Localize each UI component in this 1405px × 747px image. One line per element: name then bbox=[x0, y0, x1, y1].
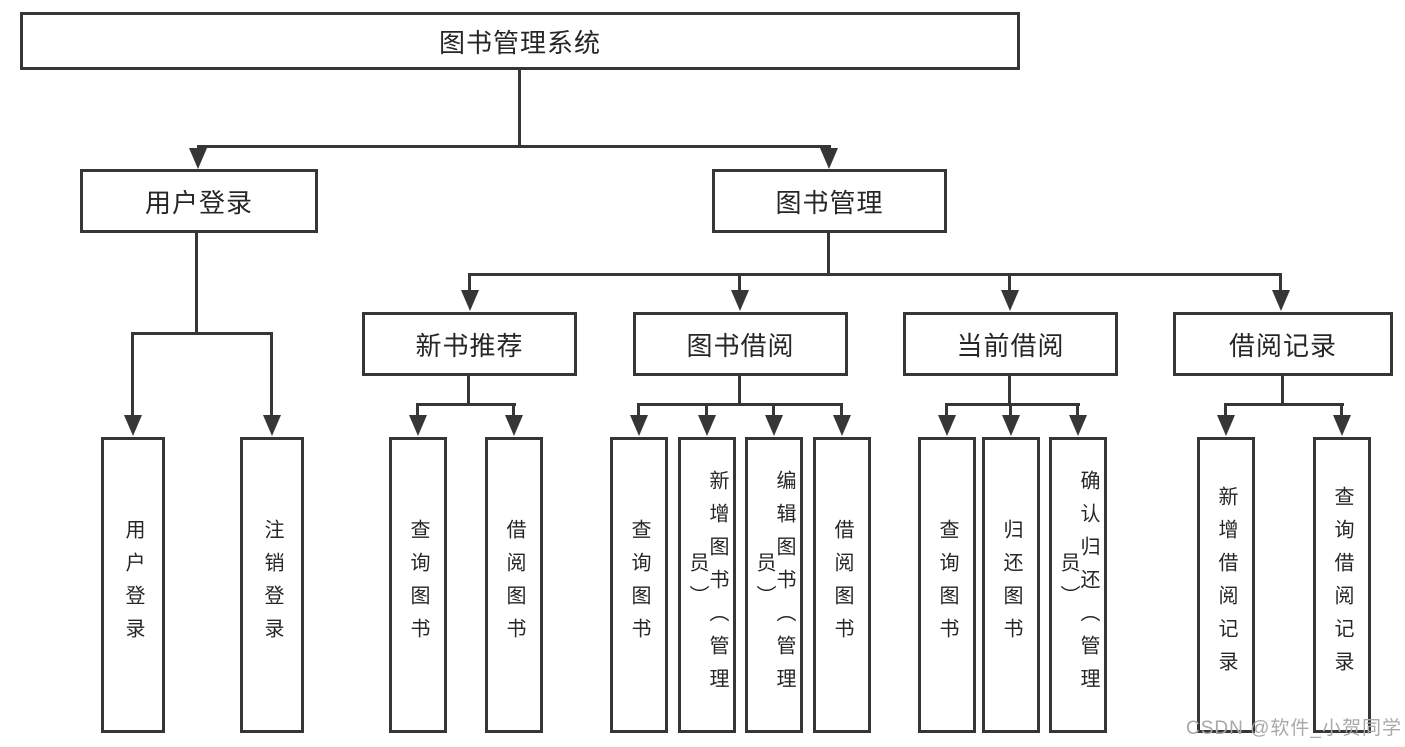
arrowhead-to-current-borrowing bbox=[1001, 290, 1019, 311]
connector-bookmgmt-drop-2 bbox=[738, 273, 741, 291]
arrowhead-to-newbooks-query bbox=[409, 415, 427, 436]
leaf-current-return: 归还图书 bbox=[982, 437, 1040, 733]
connector-root-rail bbox=[197, 145, 831, 148]
connector-borrowing-drop-4 bbox=[840, 403, 843, 417]
connector-newbooks-rail bbox=[416, 403, 516, 406]
connector-newbooks-drop-2 bbox=[512, 403, 515, 417]
arrowhead-to-current-query bbox=[938, 415, 956, 436]
connector-records-stem bbox=[1281, 376, 1284, 406]
leaf-current-confirm-return-admin: 确认归还（管理员） bbox=[1049, 437, 1107, 733]
connector-userlogin-stem bbox=[195, 233, 198, 335]
leaf-logout: 注销登录 bbox=[240, 437, 304, 733]
connector-current-stem bbox=[1008, 376, 1011, 406]
connector-bookmgmt-drop-4 bbox=[1279, 273, 1282, 291]
leaf-borrowing-borrow: 借阅图书 bbox=[813, 437, 871, 733]
arrowhead-to-borrowing-edit bbox=[765, 415, 783, 436]
connector-root-stem bbox=[518, 70, 521, 147]
arrowhead-to-records-add bbox=[1217, 415, 1235, 436]
connector-records-rail bbox=[1224, 403, 1344, 406]
node-user-login: 用户登录 bbox=[80, 169, 318, 233]
node-current-borrowing: 当前借阅 bbox=[903, 312, 1118, 376]
leaf-borrowing-edit-admin: 编辑图书（管理员） bbox=[745, 437, 803, 733]
leaf-user-login: 用户登录 bbox=[101, 437, 165, 733]
arrowhead-to-leaf-logout bbox=[263, 415, 281, 436]
arrowhead-to-borrowing-query bbox=[630, 415, 648, 436]
connector-bookmgmt-drop-3 bbox=[1008, 273, 1011, 291]
arrowhead-to-book-management bbox=[820, 148, 838, 169]
connector-current-rail bbox=[945, 403, 1080, 406]
connector-records-drop-2 bbox=[1340, 403, 1343, 417]
node-new-book-recommend: 新书推荐 bbox=[362, 312, 577, 376]
leaf-current-query: 查询图书 bbox=[918, 437, 976, 733]
connector-records-drop-1 bbox=[1224, 403, 1227, 417]
connector-current-drop-3 bbox=[1076, 403, 1079, 417]
leaf-newbooks-borrow: 借阅图书 bbox=[485, 437, 543, 733]
arrowhead-to-book-borrowing bbox=[731, 290, 749, 311]
node-root: 图书管理系统 bbox=[20, 12, 1020, 70]
csdn-watermark: CSDN @软件_小贺同学 bbox=[1186, 718, 1402, 739]
arrowhead-to-borrowing-add bbox=[698, 415, 716, 436]
connector-borrowing-rail bbox=[637, 403, 843, 406]
leaf-borrowing-add-admin: 新增图书（管理员） bbox=[678, 437, 736, 733]
connector-current-drop-2 bbox=[1009, 403, 1012, 417]
node-book-management: 图书管理 bbox=[712, 169, 947, 233]
arrowhead-to-leaf-user-login bbox=[124, 415, 142, 436]
connector-userlogin-rail bbox=[131, 332, 273, 335]
connector-newbooks-drop-1 bbox=[416, 403, 419, 417]
connector-userlogin-drop-1 bbox=[131, 332, 134, 416]
connector-bookmgmt-drop-1 bbox=[468, 273, 471, 291]
connector-borrowing-stem bbox=[738, 376, 741, 406]
leaf-borrowing-query: 查询图书 bbox=[610, 437, 668, 733]
connector-current-drop-1 bbox=[945, 403, 948, 417]
arrowhead-to-borrowing-borrow bbox=[833, 415, 851, 436]
arrowhead-to-current-confirm bbox=[1069, 415, 1087, 436]
arrowhead-to-current-return bbox=[1002, 415, 1020, 436]
leaf-records-add: 新增借阅记录 bbox=[1197, 437, 1255, 733]
node-book-borrowing: 图书借阅 bbox=[633, 312, 848, 376]
arrowhead-to-borrowing-records bbox=[1272, 290, 1290, 311]
node-borrowing-records: 借阅记录 bbox=[1173, 312, 1393, 376]
leaf-records-query: 查询借阅记录 bbox=[1313, 437, 1371, 733]
connector-newbooks-stem bbox=[467, 376, 470, 406]
connector-bookmgmt-rail bbox=[468, 273, 1282, 276]
connector-borrowing-drop-1 bbox=[637, 403, 640, 417]
arrowhead-to-newbooks-borrow bbox=[505, 415, 523, 436]
connector-bookmgmt-stem bbox=[827, 233, 830, 276]
arrowhead-to-records-query bbox=[1333, 415, 1351, 436]
leaf-newbooks-query: 查询图书 bbox=[389, 437, 447, 733]
connector-borrowing-drop-2 bbox=[705, 403, 708, 417]
arrowhead-to-user-login bbox=[189, 148, 207, 169]
arrowhead-to-new-book-recommend bbox=[461, 290, 479, 311]
connector-borrowing-drop-3 bbox=[772, 403, 775, 417]
connector-userlogin-drop-2 bbox=[270, 332, 273, 416]
